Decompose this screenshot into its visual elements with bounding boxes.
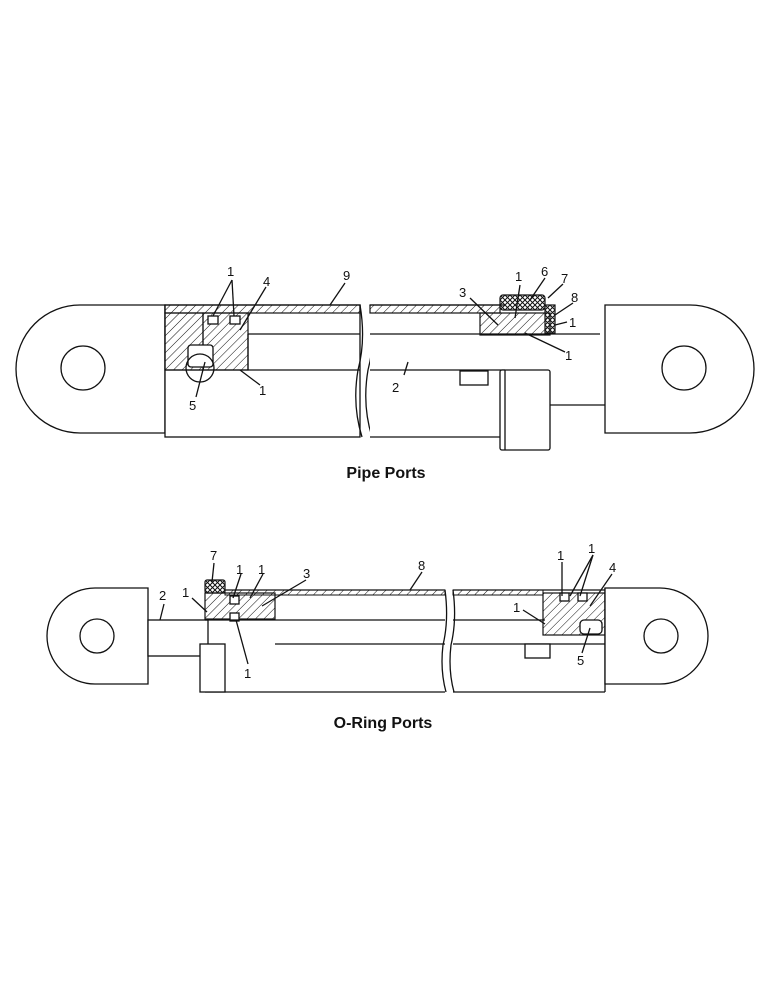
callout-1: 1 <box>515 269 522 284</box>
right-clevis-pin-hole <box>661 345 707 391</box>
pipe-ports-cylinder <box>15 294 755 451</box>
barrel-wall-4 <box>452 589 544 596</box>
callout-1: 1 <box>588 541 595 556</box>
left-clevis-pin-hole <box>60 345 106 391</box>
left-clevis-eye-2 <box>46 587 149 685</box>
rod-guide <box>499 369 551 451</box>
o-ring-port-5 <box>579 619 603 635</box>
o-ring-ports-cylinder <box>46 579 709 693</box>
right-clevis-eye-2 <box>604 587 709 685</box>
callout-3: 3 <box>459 285 466 300</box>
rod-key <box>459 370 489 386</box>
wiper-7 <box>204 579 226 594</box>
callout-1: 1 <box>258 562 265 577</box>
barrel-wall-left <box>164 304 361 314</box>
callout-6: 6 <box>541 264 548 279</box>
callout-4: 4 <box>609 560 616 575</box>
left-clevis-eye <box>15 304 166 434</box>
callout-9: 9 <box>343 268 350 283</box>
callout-1: 1 <box>227 264 234 279</box>
gland-3b <box>204 592 276 620</box>
barrel-wall-3 <box>224 589 446 596</box>
callout-8: 8 <box>571 290 578 305</box>
callout-1: 1 <box>259 383 266 398</box>
o-ring-ports-leaders <box>159 554 613 665</box>
rod-end-block <box>199 643 226 693</box>
callout-2: 2 <box>159 588 166 603</box>
callout-1: 1 <box>244 666 251 681</box>
break-line-4 <box>449 589 456 693</box>
piston-rod-left <box>147 619 209 657</box>
callout-1: 1 <box>557 548 564 563</box>
callout-3: 3 <box>303 566 310 581</box>
pipe-ports-leaders <box>195 277 574 398</box>
wiper-6 <box>499 294 546 311</box>
pipe-ports-callouts: 1 4 9 5 1 2 3 1 6 7 8 1 1 <box>189 264 578 413</box>
callout-1: 1 <box>182 585 189 600</box>
callout-1: 1 <box>236 562 243 577</box>
o-ring-ports-callouts: 7 1 1 1 3 2 1 8 1 1 4 1 5 1 <box>159 541 616 681</box>
rod-key-2 <box>524 643 551 659</box>
callout-1: 1 <box>513 600 520 615</box>
callout-5: 5 <box>577 653 584 668</box>
seal-8 <box>544 304 556 334</box>
callout-1: 1 <box>569 315 576 330</box>
callout-8: 8 <box>418 558 425 573</box>
callout-7: 7 <box>210 548 217 563</box>
callout-5: 5 <box>189 398 196 413</box>
caption-pipe-ports: Pipe Ports <box>346 465 425 482</box>
break-line-3 <box>441 589 448 693</box>
caption-o-ring-ports: O-Ring Ports <box>334 715 433 732</box>
callout-1: 1 <box>565 348 572 363</box>
piston-port <box>187 344 214 368</box>
callout-4: 4 <box>263 274 270 289</box>
callout-2: 2 <box>392 380 399 395</box>
left-clevis-pin-hole-2 <box>79 618 115 654</box>
right-clevis-eye <box>604 304 755 434</box>
callout-7: 7 <box>561 271 568 286</box>
break-line-left <box>355 304 364 438</box>
right-clevis-pin-hole-2 <box>643 618 679 654</box>
